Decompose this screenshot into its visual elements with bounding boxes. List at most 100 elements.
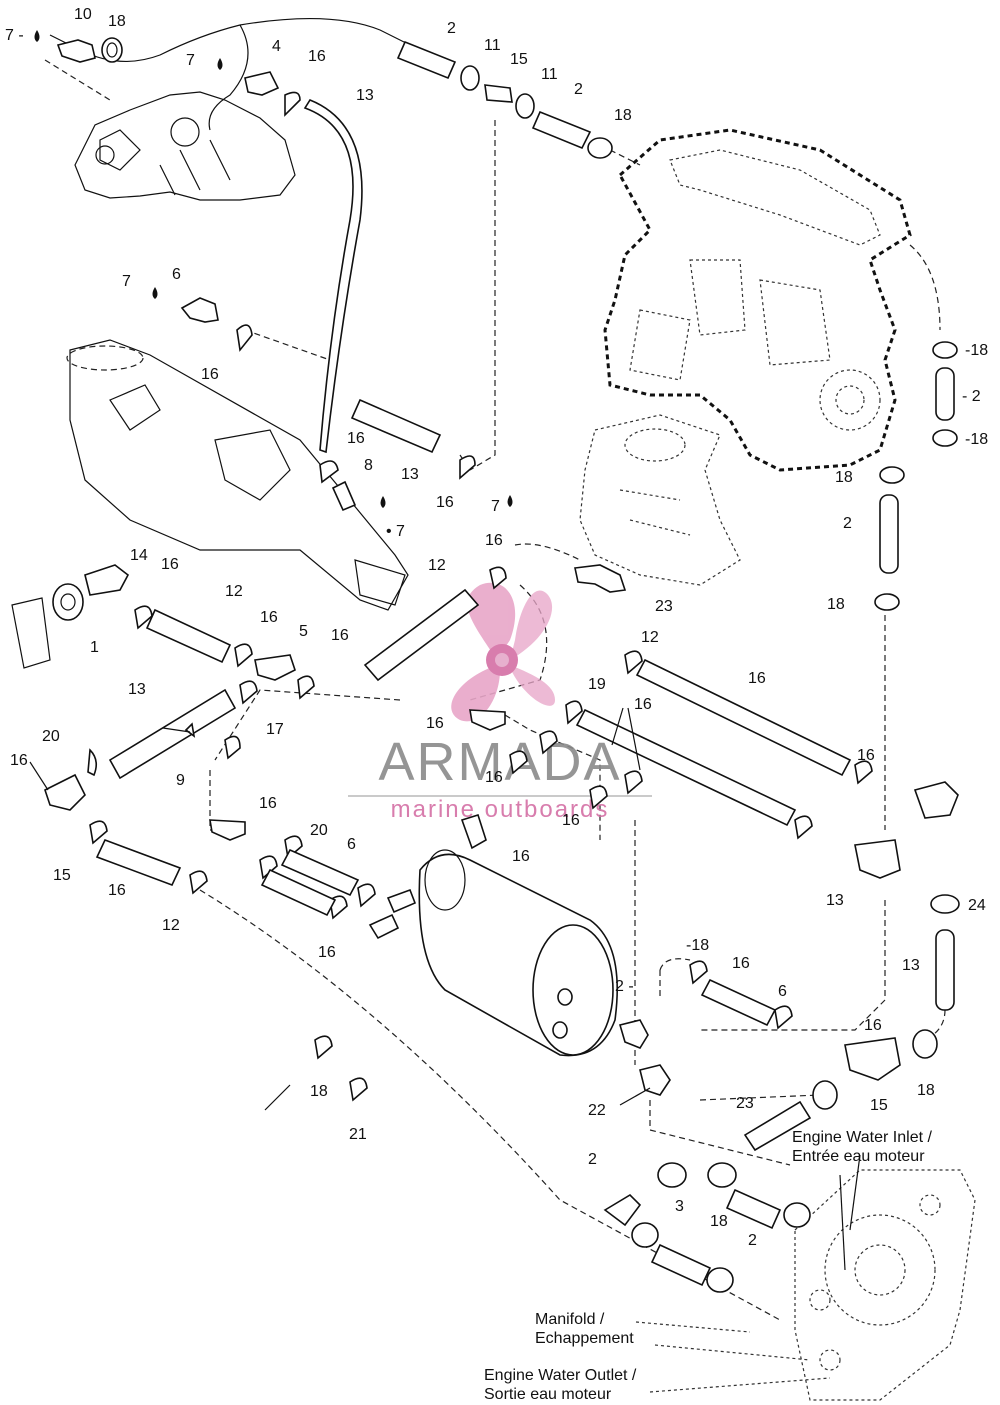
diagram-stroke — [557, 988, 573, 1006]
diagram-stroke — [759, 279, 831, 366]
label-6: 6 — [172, 266, 181, 283]
diagram-stroke — [839, 1174, 846, 1271]
label-18: 18 — [108, 13, 126, 30]
label-16: 20 — [42, 728, 60, 745]
diagram-stroke — [700, 900, 886, 1031]
diagram-stroke — [170, 117, 200, 147]
diagram-stroke — [819, 369, 881, 431]
part-12-hose-d — [95, 838, 182, 887]
label-16: 16 — [562, 812, 580, 829]
engine-water-inlet-caption-2: Entrée eau moteur — [792, 1148, 925, 1165]
label-16: 16 — [331, 627, 349, 644]
label-16: 16 — [485, 532, 503, 549]
propeller-logo — [451, 582, 555, 722]
diagram-stroke — [649, 1377, 831, 1393]
diagram-stroke — [159, 139, 231, 196]
diagram-stroke — [509, 750, 528, 775]
label-13: 6 — [347, 836, 356, 853]
diagram-stroke — [486, 644, 518, 676]
label-16: 16 — [201, 366, 219, 383]
label-15: 16 — [864, 1017, 882, 1034]
diagram-stroke — [515, 93, 535, 119]
diagram-stroke — [783, 1202, 811, 1228]
hull-pipe-outline — [49, 17, 411, 131]
label-18: 3 — [675, 1198, 684, 1215]
exhaust-elbow-outline — [579, 414, 741, 586]
part-10-elbow — [56, 39, 96, 63]
label-3: 2 — [588, 1151, 597, 1168]
part-23-elbow — [574, 564, 627, 593]
diagram-stroke — [29, 761, 49, 791]
part-9-fitting — [44, 773, 86, 811]
label-18: 18 — [917, 1082, 935, 1099]
part-23-elbow-b — [639, 1064, 671, 1096]
droplet-icon — [152, 287, 158, 299]
diagram-stroke — [589, 785, 608, 810]
label-16: 12 — [162, 917, 180, 934]
diagram-stroke — [489, 566, 507, 590]
part-13-hose-b — [700, 978, 777, 1027]
diagram-stroke — [794, 1169, 976, 1401]
label-18: 24 — [968, 897, 986, 914]
diagram-stroke — [199, 889, 781, 1321]
diagram-stroke — [264, 1084, 291, 1111]
diagram-stroke — [495, 653, 509, 667]
diagram-stroke — [689, 960, 708, 985]
diagram-stroke — [619, 489, 691, 536]
diagram-stroke — [629, 309, 691, 381]
label-16: 6 — [778, 983, 787, 1000]
label-21: 18 — [310, 1083, 328, 1100]
diagram-stroke — [624, 428, 686, 462]
droplet-icon — [217, 58, 223, 70]
label-9: 16 — [10, 752, 28, 769]
part-2-hose-c — [725, 1188, 782, 1230]
diagram-stroke — [624, 650, 643, 675]
diagram-stroke — [874, 593, 900, 611]
diagram-stroke — [706, 1267, 734, 1293]
diagram-stroke — [259, 855, 278, 880]
diagram-stroke — [707, 1162, 737, 1188]
captions: Engine Water Inlet / Entrée eau moteur M… — [484, 1129, 932, 1403]
diagram-stroke — [319, 460, 339, 484]
manifold-caption-2: Echappement — [535, 1330, 634, 1347]
diagram-stroke — [603, 128, 912, 472]
label-15: 15 — [510, 51, 528, 68]
diagram-stroke — [879, 466, 905, 484]
diagram-stroke — [849, 1154, 861, 1231]
engine-water-inlet-caption-1: Engine Water Inlet / — [792, 1129, 932, 1146]
part-15-tee-b — [844, 1037, 901, 1081]
diagram-stroke — [297, 675, 315, 700]
diagram-stroke — [539, 730, 558, 755]
diagram-stroke — [244, 329, 331, 361]
part-2-hose-b — [531, 110, 592, 150]
label-2: 2 — [574, 81, 583, 98]
label-11: 11 — [541, 66, 558, 83]
diagram-stroke — [357, 883, 376, 908]
diagram-stroke — [809, 1289, 831, 1311]
label-7: 7 — [491, 498, 500, 515]
diagram-stroke — [239, 680, 258, 705]
part-8-fitting — [331, 480, 357, 512]
label-6: 2 - — [615, 978, 634, 995]
droplet-icon — [380, 496, 386, 508]
diagram-stroke — [236, 324, 253, 352]
label-5: 5 — [299, 623, 308, 640]
droplet-icon — [34, 30, 40, 42]
diagram-stroke — [532, 924, 614, 1056]
label-10: 10 — [74, 6, 92, 23]
part-1-fitting — [52, 583, 84, 621]
label-7: 7 - — [5, 27, 24, 44]
diagram-stroke — [932, 429, 958, 447]
diagram-stroke — [87, 748, 98, 777]
label-18: 18 — [827, 596, 845, 613]
label-11: 11 — [484, 37, 501, 54]
label-1: 1 — [90, 639, 99, 656]
label-2: 23 — [736, 1095, 754, 1112]
part-12-hose-b — [363, 588, 480, 682]
label-2: 2 — [447, 20, 456, 37]
part-2-hose-d — [650, 1243, 712, 1287]
diagram-stroke — [649, 1100, 791, 1166]
part-2-hose-lower — [743, 1100, 812, 1152]
diagram-stroke — [95, 145, 115, 165]
part-3-fitting — [603, 1193, 642, 1227]
